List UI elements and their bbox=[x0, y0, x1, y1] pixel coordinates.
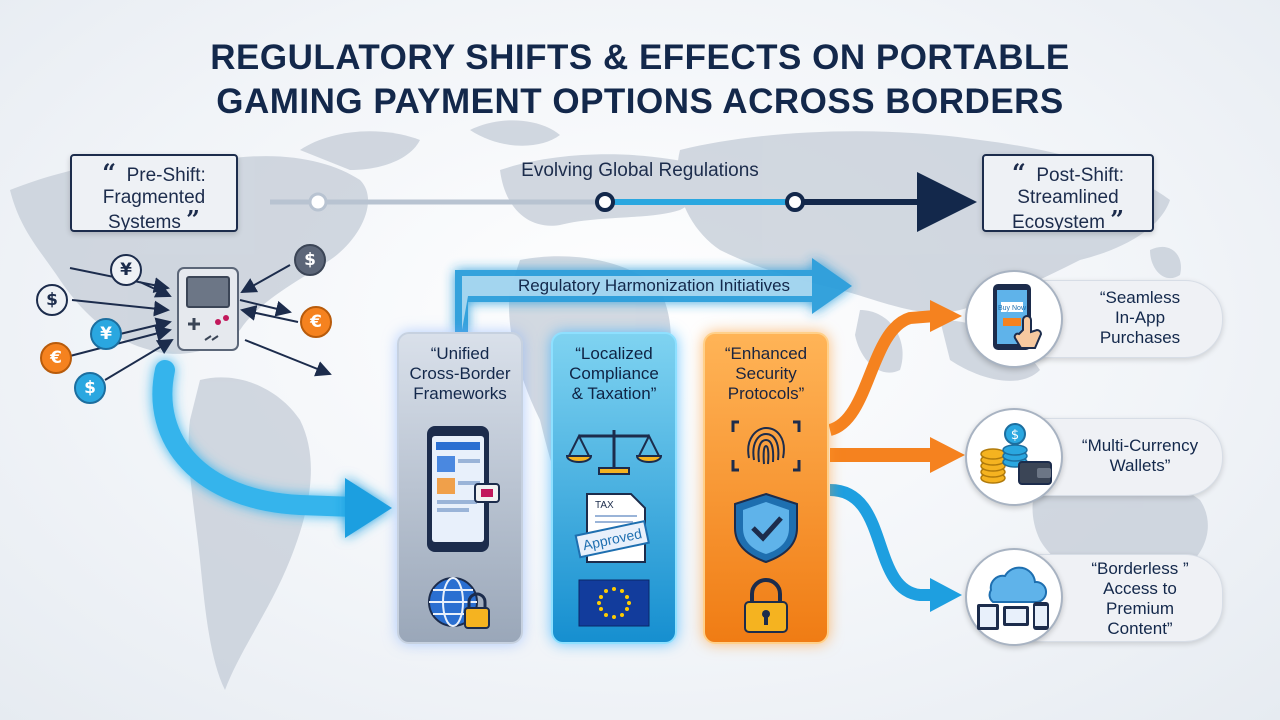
dollar-coin-icon: $ bbox=[74, 372, 106, 404]
yen-coin-icon: ¥ bbox=[110, 254, 142, 286]
pre-shift-line-2: Fragmented bbox=[102, 187, 206, 208]
pillar-3-line-1: “Enhanced bbox=[724, 344, 808, 363]
title-line-2: GAMING PAYMENT OPTIONS ACROSS BORDERS bbox=[216, 82, 1064, 121]
post-shift-line-1: Post-Shift: bbox=[1036, 165, 1125, 186]
yen-coin-icon: ¥ bbox=[90, 318, 122, 350]
tax-document-icon: TAX Approved bbox=[574, 493, 650, 563]
outcome-2-line-1: “Multi-Currency bbox=[1081, 436, 1199, 455]
fingerprint-icon bbox=[731, 420, 801, 472]
pillar-2-line-3: & Taxation” bbox=[571, 384, 657, 403]
timeline-label: Evolving Global Regulations bbox=[521, 160, 759, 181]
pillar-1-line-3: Frameworks bbox=[413, 384, 507, 403]
eu-flag-icon bbox=[578, 579, 650, 627]
phone-tap-icon: Buy Now bbox=[965, 270, 1063, 368]
outcome-2-line-2: Wallets” bbox=[1109, 456, 1171, 475]
pillar-1-line-1: “Unified bbox=[430, 344, 490, 363]
buy-now-text: Buy Now bbox=[998, 305, 1027, 312]
outcome-3-line-1: “Borderless ” bbox=[1091, 559, 1189, 578]
outcome-seamless-purchases: Buy Now “Seamless In-App Purchases bbox=[965, 270, 1223, 368]
outcome-1-line-3: Purchases bbox=[1099, 328, 1181, 347]
dollar-coin-icon: $ bbox=[36, 284, 68, 316]
shield-check-icon bbox=[734, 492, 798, 564]
pre-shift-line-1: Pre-Shift: bbox=[126, 165, 206, 186]
outcome-3-line-3: Premium bbox=[1105, 599, 1174, 618]
pillar-2-line-1: “Localized bbox=[575, 344, 653, 363]
outcome-3-line-2: Access to bbox=[1103, 579, 1177, 598]
pre-shift-box: “ Pre-Shift: Fragmented Systems ” bbox=[70, 154, 238, 233]
phone-app-icon bbox=[427, 426, 500, 552]
outcome-borderless-access: “Borderless ” Access to Premium Content” bbox=[965, 548, 1223, 646]
pillar-unified-frameworks: “Unified Cross-Border Frameworks bbox=[397, 332, 523, 644]
svg-text:$: $ bbox=[1011, 428, 1019, 443]
padlock-icon bbox=[744, 578, 788, 633]
pillar-1-line-2: Cross-Border bbox=[409, 364, 511, 383]
post-shift-box: “ Post-Shift: Streamlined Ecosystem ” bbox=[982, 154, 1154, 233]
post-shift-line-2: Streamlined bbox=[1017, 187, 1119, 208]
page-title: REGULATORY SHIFTS & EFFECTS ON PORTABLE … bbox=[0, 36, 1280, 124]
pillar-3-line-3: Protocols” bbox=[727, 384, 805, 403]
outcome-3-line-4: Content” bbox=[1107, 619, 1173, 638]
dollar-coin-icon: $ bbox=[294, 244, 326, 276]
coins-wallet-icon: $ bbox=[965, 408, 1063, 506]
euro-coin-icon: € bbox=[300, 306, 332, 338]
outcome-multi-currency-wallets: $ “Multi-Currency Wallets” bbox=[965, 408, 1223, 506]
pillar-localized-compliance: “Localized Compliance & Taxation” TAX Ap… bbox=[551, 332, 677, 644]
pre-shift-line-3: Systems bbox=[108, 212, 181, 233]
pillar-enhanced-security: “Enhanced Security Protocols” bbox=[703, 332, 829, 644]
globe-lock-icon bbox=[428, 577, 490, 629]
euro-coin-icon: € bbox=[40, 342, 72, 374]
outcome-1-line-1: “Seamless bbox=[1099, 288, 1181, 307]
title-line-1: REGULATORY SHIFTS & EFFECTS ON PORTABLE bbox=[210, 38, 1070, 77]
scales-icon bbox=[565, 430, 663, 475]
post-shift-line-3: Ecosystem bbox=[1011, 212, 1105, 233]
cloud-devices-icon bbox=[965, 548, 1063, 646]
tax-document-text: TAX bbox=[595, 500, 614, 511]
pillar-2-line-2: Compliance bbox=[569, 364, 659, 383]
pillar-3-line-2: Security bbox=[735, 364, 797, 383]
outcome-1-line-2: In-App bbox=[1114, 308, 1166, 327]
harmonization-banner: Regulatory Harmonization Initiatives bbox=[517, 276, 791, 295]
